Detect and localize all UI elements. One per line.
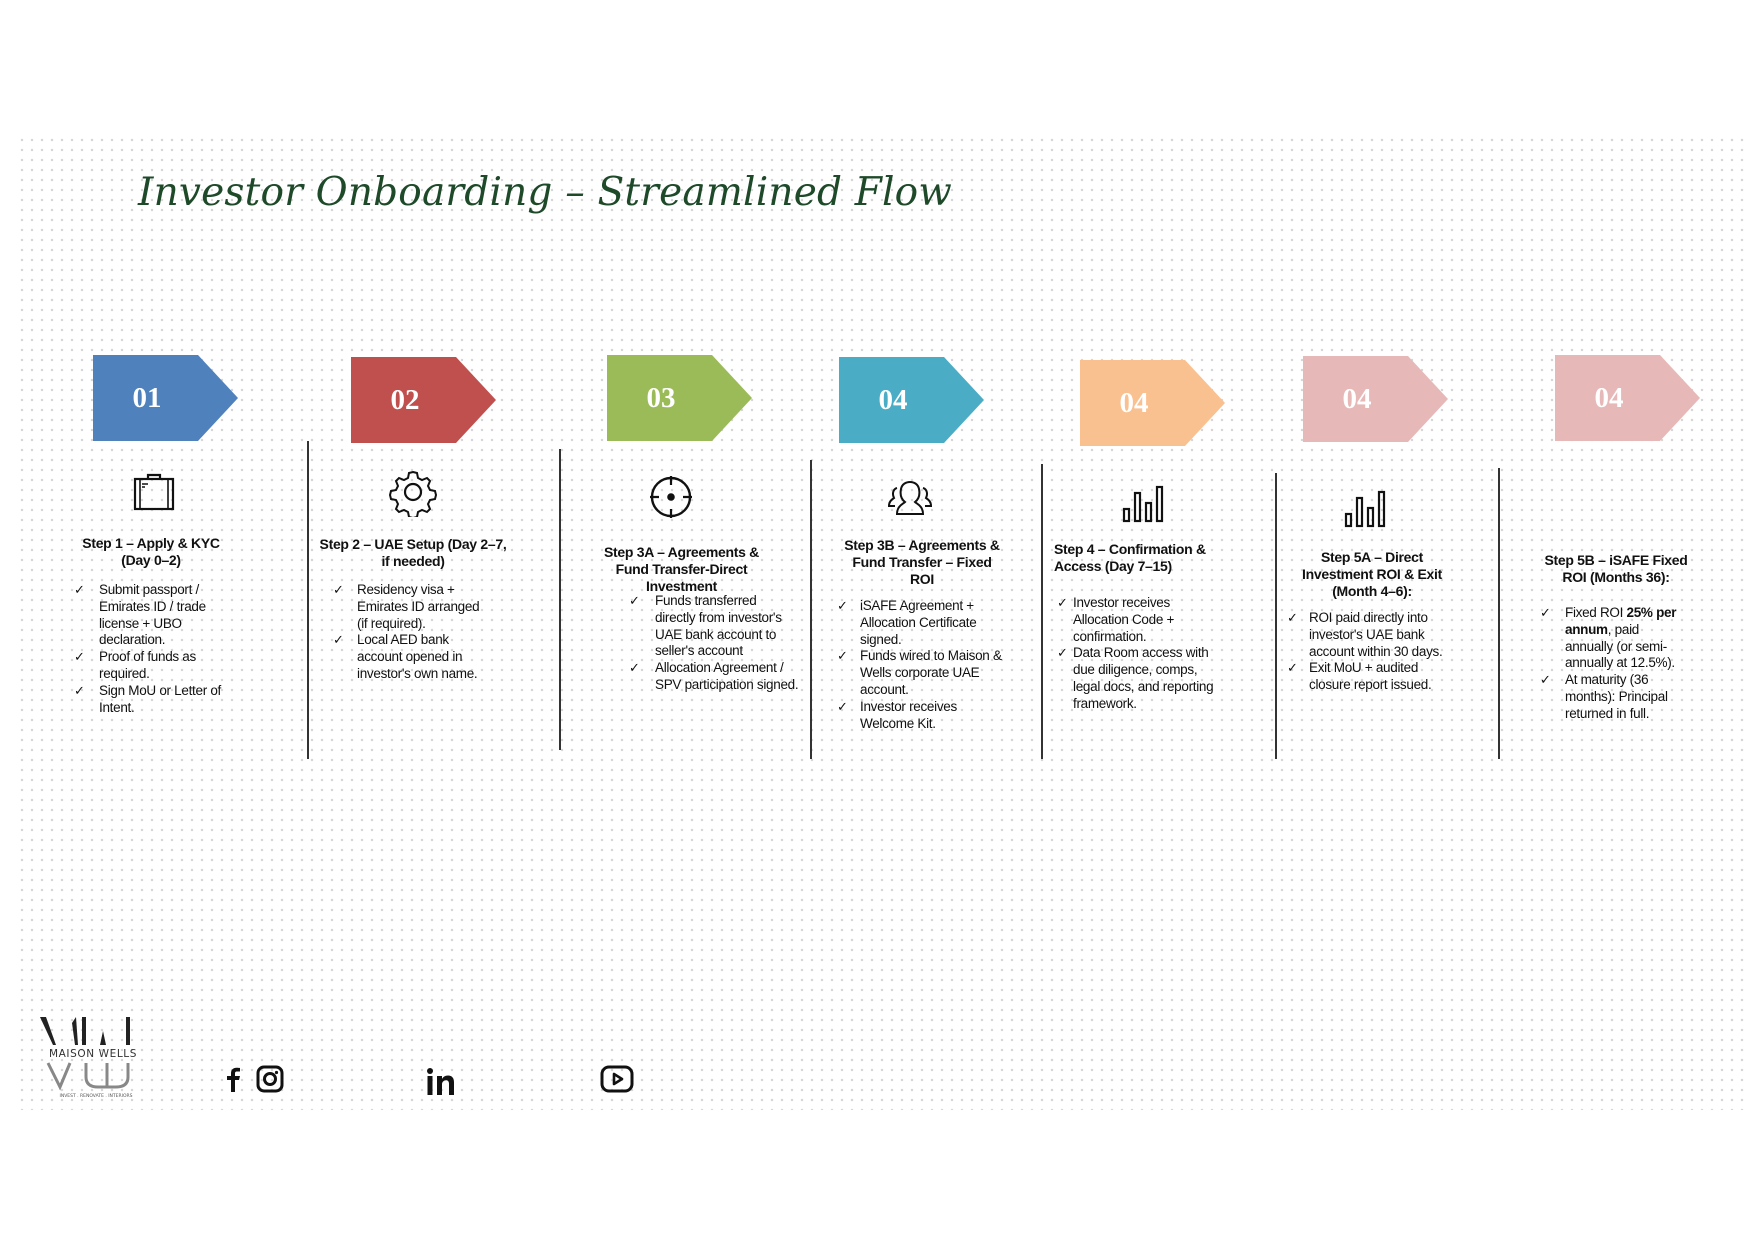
target-icon	[646, 472, 696, 522]
step-number: 04	[1119, 387, 1149, 419]
item-text: ROI paid directly into investor's UAE ba…	[1309, 610, 1443, 659]
step-heading: Step 4 – Confirmation & Access (Day 7–15…	[1054, 541, 1206, 574]
step-checklist: ✓ Submit passport / Emirates ID / trade l…	[74, 582, 244, 716]
column-divider	[1275, 473, 1277, 759]
item-text: Sign MoU or Letter of Intent.	[99, 682, 222, 715]
svg-text:INVEST . RENOVATE . INTERIORS: INVEST . RENOVATE . INTERIORS	[60, 1093, 133, 1099]
checklist-item: ✓ Funds wired to Maison & Wells corporate…	[837, 648, 1007, 698]
step-arrow-badge: 04	[1080, 360, 1225, 446]
step-heading: Step 5B – iSAFE Fixed ROI (Months 36):	[1544, 552, 1688, 585]
column-divider	[307, 441, 309, 759]
checklist-item: ✓ Proof of funds as required.	[74, 649, 244, 683]
dotted-background	[17, 135, 1745, 1110]
check-icon: ✓	[1287, 610, 1298, 625]
item-text: Exit MoU + audited closure report issued…	[1309, 660, 1432, 693]
users-icon	[885, 470, 935, 520]
bar-chart-icon	[1119, 477, 1169, 527]
briefcase-icon	[129, 467, 179, 517]
facebook-icon[interactable]	[218, 1064, 248, 1094]
check-icon: ✓	[1057, 645, 1068, 661]
linkedin-icon[interactable]	[425, 1066, 455, 1096]
step-number: 01	[132, 382, 162, 414]
item-text: , paid annually (or semi-annually at 12.…	[1565, 621, 1675, 671]
step-heading: Step 5A – Direct Investment ROI & Exit (…	[1302, 549, 1442, 599]
item-text: Local AED bank account opened in investo…	[357, 632, 478, 681]
item-text: iSAFE Agreement + Allocation Certificate…	[860, 598, 977, 647]
checklist-item: ✓ Local AED bank account opened in invest…	[333, 632, 493, 682]
gear-icon	[388, 467, 438, 520]
column-divider	[1498, 468, 1500, 759]
item-text: Residency visa + Emirates ID arranged (i…	[357, 582, 480, 631]
item-text: Investor receives Allocation Code + conf…	[1073, 595, 1175, 644]
checklist-item: ✓ Submit passport / Emirates ID / trade l…	[74, 582, 244, 649]
item-text: Data Room access with due diligence, com…	[1073, 645, 1214, 711]
item-text: Fixed ROI	[1565, 605, 1627, 620]
svg-text:MAISON WELLS: MAISON WELLS	[49, 1048, 137, 1060]
checklist-item: ✓ iSAFE Agreement + Allocation Certificat…	[837, 598, 1007, 648]
checklist-item: ✓ Funds transferred directly from investo…	[629, 593, 799, 660]
column-divider	[1041, 464, 1043, 759]
check-icon: ✓	[837, 598, 848, 613]
checklist-item: ✓ Sign MoU or Letter of Intent.	[74, 683, 244, 717]
step-number: 04	[878, 384, 908, 416]
step-number: 03	[646, 382, 676, 414]
step-arrow-badge: 04	[1303, 356, 1448, 442]
checklist-item: ✓ Investor receives Allocation Code + con…	[1057, 595, 1227, 645]
instagram-icon[interactable]	[255, 1064, 285, 1094]
item-text: Funds transferred directly from investor…	[655, 593, 782, 659]
checklist-item: ✓ At maturity (36 months): Principal retu…	[1540, 672, 1680, 722]
step-checklist: ✓ Fixed ROI 25% per annum, paid annually …	[1540, 605, 1680, 723]
check-icon: ✓	[333, 632, 344, 648]
item-text: Proof of funds as required.	[99, 649, 196, 681]
step-arrow-badge: 04	[1555, 355, 1700, 441]
check-icon: ✓	[1287, 660, 1298, 676]
step-number: 04	[1594, 382, 1624, 414]
step-heading: Step 3A – Agreements & Fund Transfer-Dir…	[604, 544, 759, 594]
bar-chart-icon	[1341, 482, 1391, 532]
check-icon: ✓	[74, 582, 85, 597]
step-arrow-badge: 04	[839, 357, 984, 443]
youtube-icon[interactable]	[600, 1064, 634, 1094]
checklist-item: ✓ Data Room access with due diligence, co…	[1057, 645, 1227, 712]
checklist-item: ✓ Residency visa + Emirates ID arranged (…	[333, 582, 493, 632]
checklist-item: ✓ ROI paid directly into investor's UAE b…	[1287, 610, 1457, 660]
checklist-item: ✓ Exit MoU + audited closure report issue…	[1287, 660, 1457, 694]
step-number: 02	[390, 384, 420, 416]
check-icon: ✓	[629, 593, 640, 608]
checklist-item: ✓ Allocation Agreement / SPV participatio…	[629, 660, 799, 694]
item-text: Allocation Agreement / SPV participation…	[655, 660, 799, 692]
check-icon: ✓	[837, 648, 848, 664]
page-title: Investor Onboarding – Streamlined Flow	[138, 170, 952, 215]
check-icon: ✓	[333, 582, 344, 597]
step-checklist: ✓ Funds transferred directly from investo…	[629, 593, 799, 694]
step-checklist: ✓ Residency visa + Emirates ID arranged (…	[333, 582, 493, 683]
step-checklist: ✓ Investor receives Allocation Code + con…	[1057, 595, 1227, 713]
check-icon: ✓	[1057, 595, 1068, 610]
check-icon: ✓	[629, 660, 640, 676]
check-icon: ✓	[74, 682, 85, 698]
column-divider	[810, 460, 812, 759]
item-text: At maturity (36 months): Principal retur…	[1565, 672, 1668, 721]
check-icon: ✓	[74, 649, 85, 665]
maison-wells-logo: MAISON WELLS INVEST . RENOVATE . INTERIO…	[38, 1015, 148, 1099]
checklist-item: ✓ Investor receives Welcome Kit.	[837, 699, 1007, 733]
item-text: Submit passport / Emirates ID / trade li…	[99, 582, 206, 648]
step-checklist: ✓ ROI paid directly into investor's UAE b…	[1287, 610, 1457, 694]
column-divider	[559, 449, 561, 750]
item-text: Investor receives Welcome Kit.	[860, 698, 957, 731]
step-heading: Step 3B – Agreements & Fund Transfer – F…	[844, 537, 1000, 587]
step-arrow-badge: 03	[607, 355, 752, 441]
step-number: 04	[1342, 383, 1372, 415]
check-icon: ✓	[1540, 672, 1551, 688]
check-icon: ✓	[1540, 605, 1551, 620]
checklist-item: ✓ Fixed ROI 25% per annum, paid annually …	[1540, 605, 1680, 672]
step-heading: Step 2 – UAE Setup (Day 2–7, if needed)	[319, 536, 507, 569]
step-arrow-badge: 01	[93, 355, 238, 441]
item-emphasis: 25% per annum	[1565, 605, 1677, 637]
step-heading: Step 1 – Apply & KYC (Day 0–2)	[82, 535, 220, 568]
step-checklist: ✓ iSAFE Agreement + Allocation Certificat…	[837, 598, 1007, 732]
item-text: Funds wired to Maison & Wells corporate …	[860, 648, 1002, 697]
check-icon: ✓	[837, 698, 848, 714]
step-arrow-badge: 02	[351, 357, 496, 443]
